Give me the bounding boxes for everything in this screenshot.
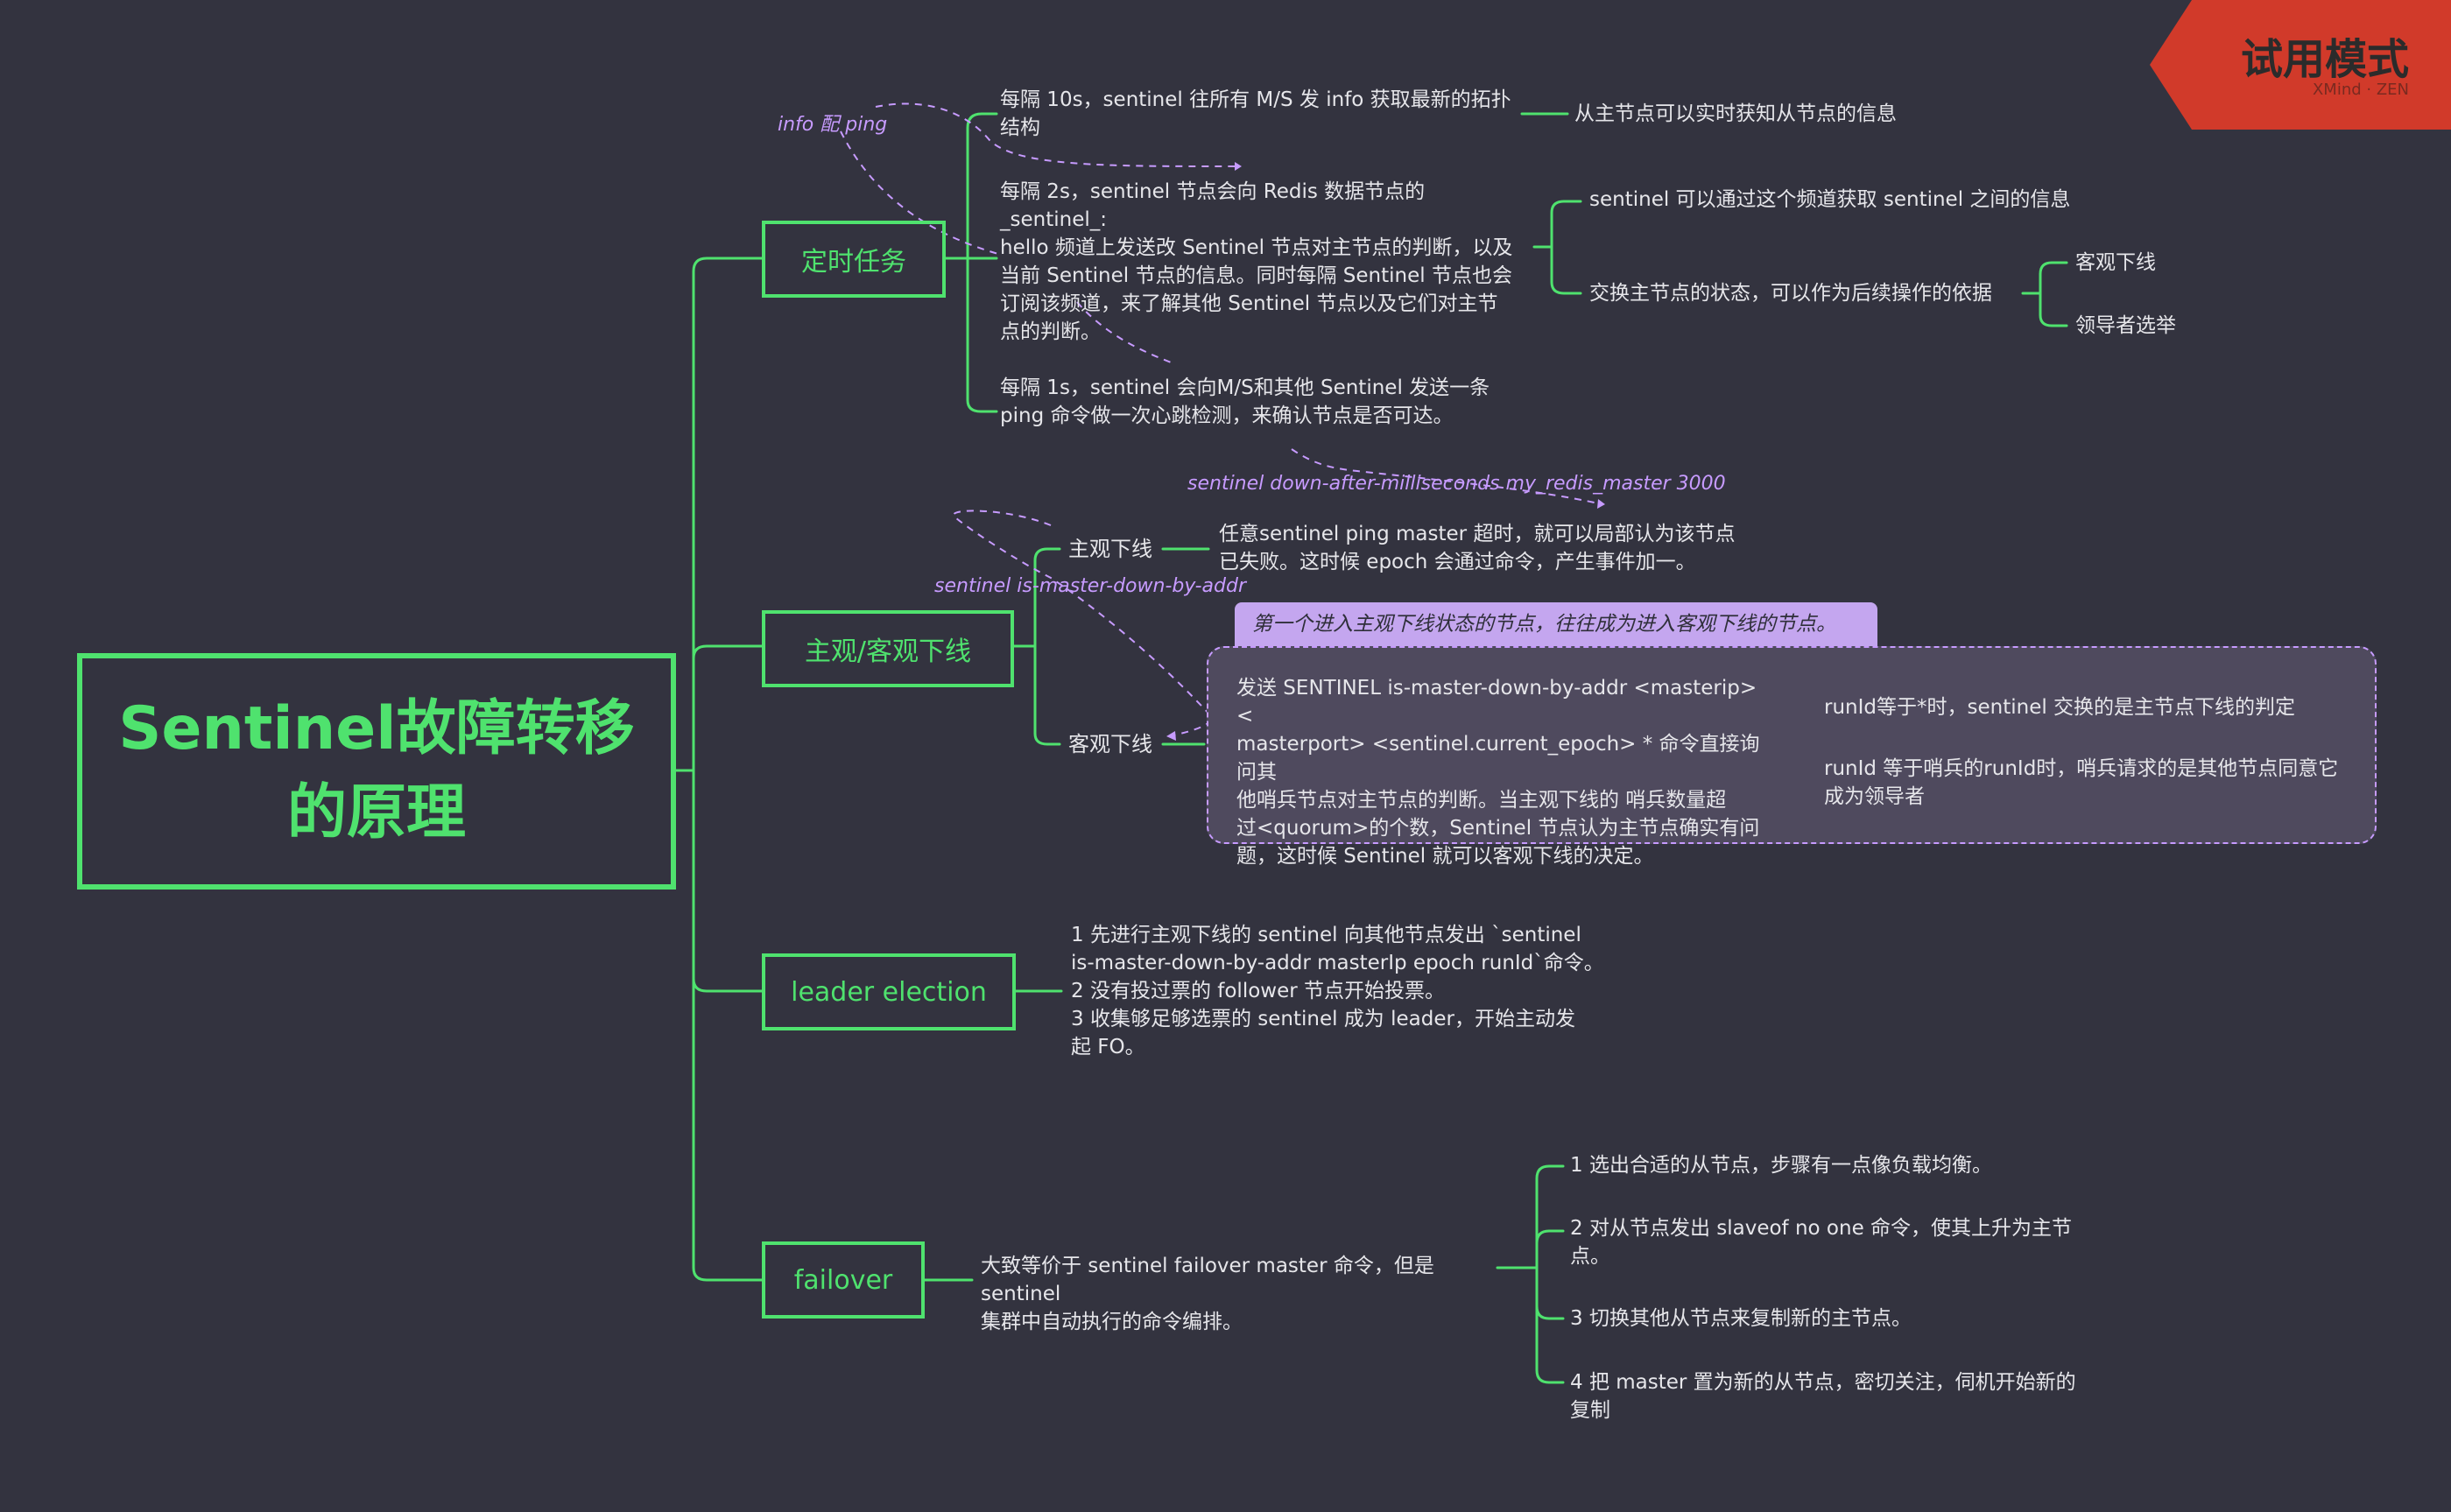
leader-election-desc[interactable]: 1 先进行主观下线的 sentinel 向其他节点发出 `sentinel is… [1071,924,1604,1058]
failover-desc[interactable]: 大致等价于 sentinel failover master 命令，但是 sen… [981,1255,1434,1333]
objective-down-desc[interactable]: 发送 SENTINEL is-master-down-by-addr <mast… [1236,677,1760,868]
objective-child-runid-star[interactable]: runId等于*时，sentinel 交换的是主节点下线的判定 [1824,696,2296,719]
timed-item-10s[interactable]: 每隔 10s，sentinel 往所有 M/S 发 info 获取最新的拓扑 结… [1000,88,1511,139]
failover-step-4[interactable]: 4 把 master 置为新的从节点，密切关注，伺机开始新的 复制 [1570,1371,2076,1422]
subjective-down-label[interactable]: 主观下线 [1068,537,1152,561]
timed-item-1s[interactable]: 每隔 1s，sentinel 会向M/S和其他 Sentinel 发送一条 pi… [1000,376,1490,427]
branch-failover[interactable]: failover [762,1241,925,1319]
failover-step-2[interactable]: 2 对从节点发出 slaveof no one 命令，使其上升为主节 点。 [1570,1217,2073,1268]
subjective-down-desc[interactable]: 任意sentinel ping master 超时，就可以局部认为该节点 已失败… [1219,523,1736,573]
objective-down-boundary [1207,646,2377,844]
timed-item-2s-child-channel[interactable]: sentinel 可以通过这个频道获取 sentinel 之间的信息 [1589,188,2071,211]
timed-item-2s[interactable]: 每隔 2s，sentinel 节点会向 Redis 数据节点的 _sentine… [1000,180,1513,343]
branch-timed-tasks[interactable]: 定时任务 [762,221,946,298]
branch-leader-election[interactable]: leader election [762,953,1016,1030]
boundary-title[interactable]: 第一个进入主观下线状态的节点，往往成为进入客观下线的节点。 [1235,602,1877,646]
objective-down-label[interactable]: 客观下线 [1068,732,1152,756]
relationship-is-master-down[interactable]: sentinel is-master-down-by-addr [934,575,1246,597]
branch-subjective-objective-down[interactable]: 主观/客观下线 [762,610,1014,687]
timed-item-2s-child-exchange[interactable]: 交换主节点的状态，可以作为后续操作的依据 [1589,282,1992,305]
objective-child-runid-sentinel[interactable]: runId 等于哨兵的runId时，哨兵请求的是其他节点同意它 成为领导者 [1824,757,2339,808]
relationship-down-after[interactable]: sentinel down-after-milliseconds my_redi… [1187,473,1726,495]
timed-item-10s-child[interactable]: 从主节点可以实时获知从节点的信息 [1574,102,1897,125]
failover-step-3[interactable]: 3 切换其他从节点来复制新的主节点。 [1570,1307,1912,1330]
trial-mode-badge[interactable]: 试用模式 XMind · ZEN [2150,0,2451,130]
root-topic[interactable]: Sentinel故障转移 的原理 [77,653,676,890]
failover-step-1[interactable]: 1 选出合适的从节点，步骤有一点像负载均衡。 [1570,1154,1992,1177]
grandchild-leader-election[interactable]: 领导者选举 [2075,314,2176,337]
grandchild-objective-down[interactable]: 客观下线 [2075,251,2156,274]
trial-badge-shape [2150,0,2451,130]
xmind-brand: XMind · ZEN [2312,81,2409,99]
relationship-info-ping[interactable]: info 配 ping [778,114,888,136]
trial-mode-title: 试用模式 [2240,35,2409,84]
